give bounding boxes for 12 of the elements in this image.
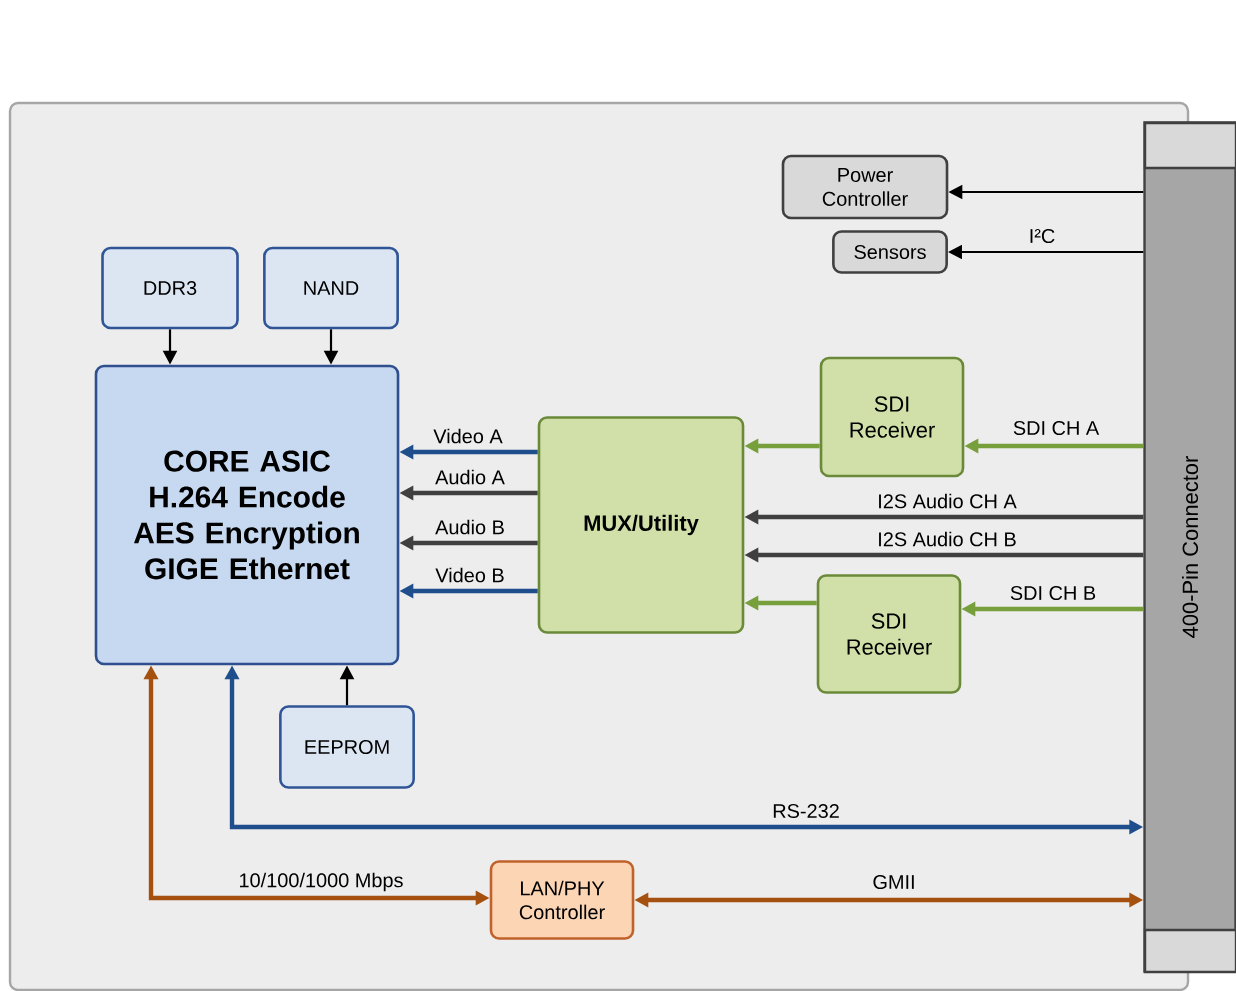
sensor-box: Sensors: [832, 230, 948, 274]
receiver-box: SDI Receiver: [819, 356, 965, 478]
processor-box: CORE ASIC H.264 Encode AES Encryption GIGE Ethernet: [94, 364, 400, 666]
controller-box: Power Controller: [781, 154, 949, 220]
receiver-box: SDI Receiver: [816, 574, 962, 694]
memory-box: NAND: [263, 246, 399, 330]
edge-label: 10/100/1000 Mbps: [237, 871, 405, 893]
controller-box: LAN/PHY Controller: [489, 860, 635, 940]
connector-bar: 400-Pin Connector: [1143, 121, 1236, 974]
memory-box: DDR3: [101, 246, 239, 330]
memory-box: EEPROM: [279, 705, 415, 789]
fpga-box: MUX/Utility: [537, 416, 745, 634]
